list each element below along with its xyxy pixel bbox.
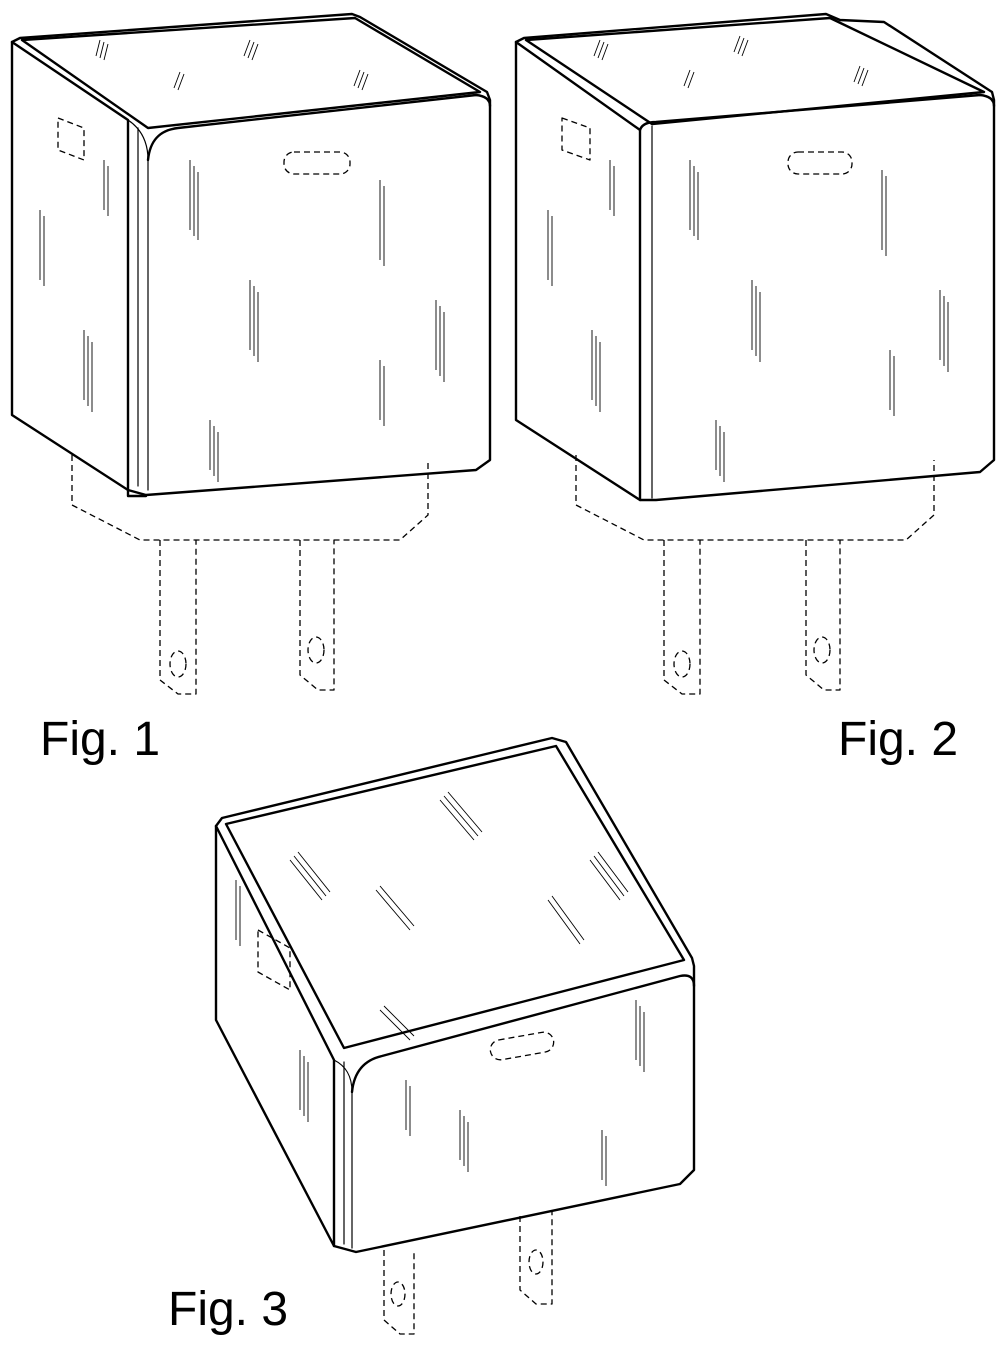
fig2-side-slot <box>562 118 590 160</box>
figure-3-label: Fig. 3 <box>168 1286 288 1334</box>
fig2-housing <box>516 14 994 500</box>
figure-3-drawing <box>216 738 694 1334</box>
fig1-slot <box>284 152 350 174</box>
figure-1-drawing <box>12 14 490 694</box>
fig2-slot <box>788 152 852 174</box>
figure-2-label: Fig. 2 <box>838 716 958 764</box>
fig1-side-slot <box>58 118 84 160</box>
fig1-plug-base <box>72 455 428 694</box>
figure-1-label: Fig. 1 <box>40 716 160 764</box>
fig3-housing <box>216 738 694 1252</box>
figure-2-drawing <box>516 14 994 694</box>
fig1-housing <box>12 14 490 496</box>
fig3-slot <box>489 1031 556 1062</box>
